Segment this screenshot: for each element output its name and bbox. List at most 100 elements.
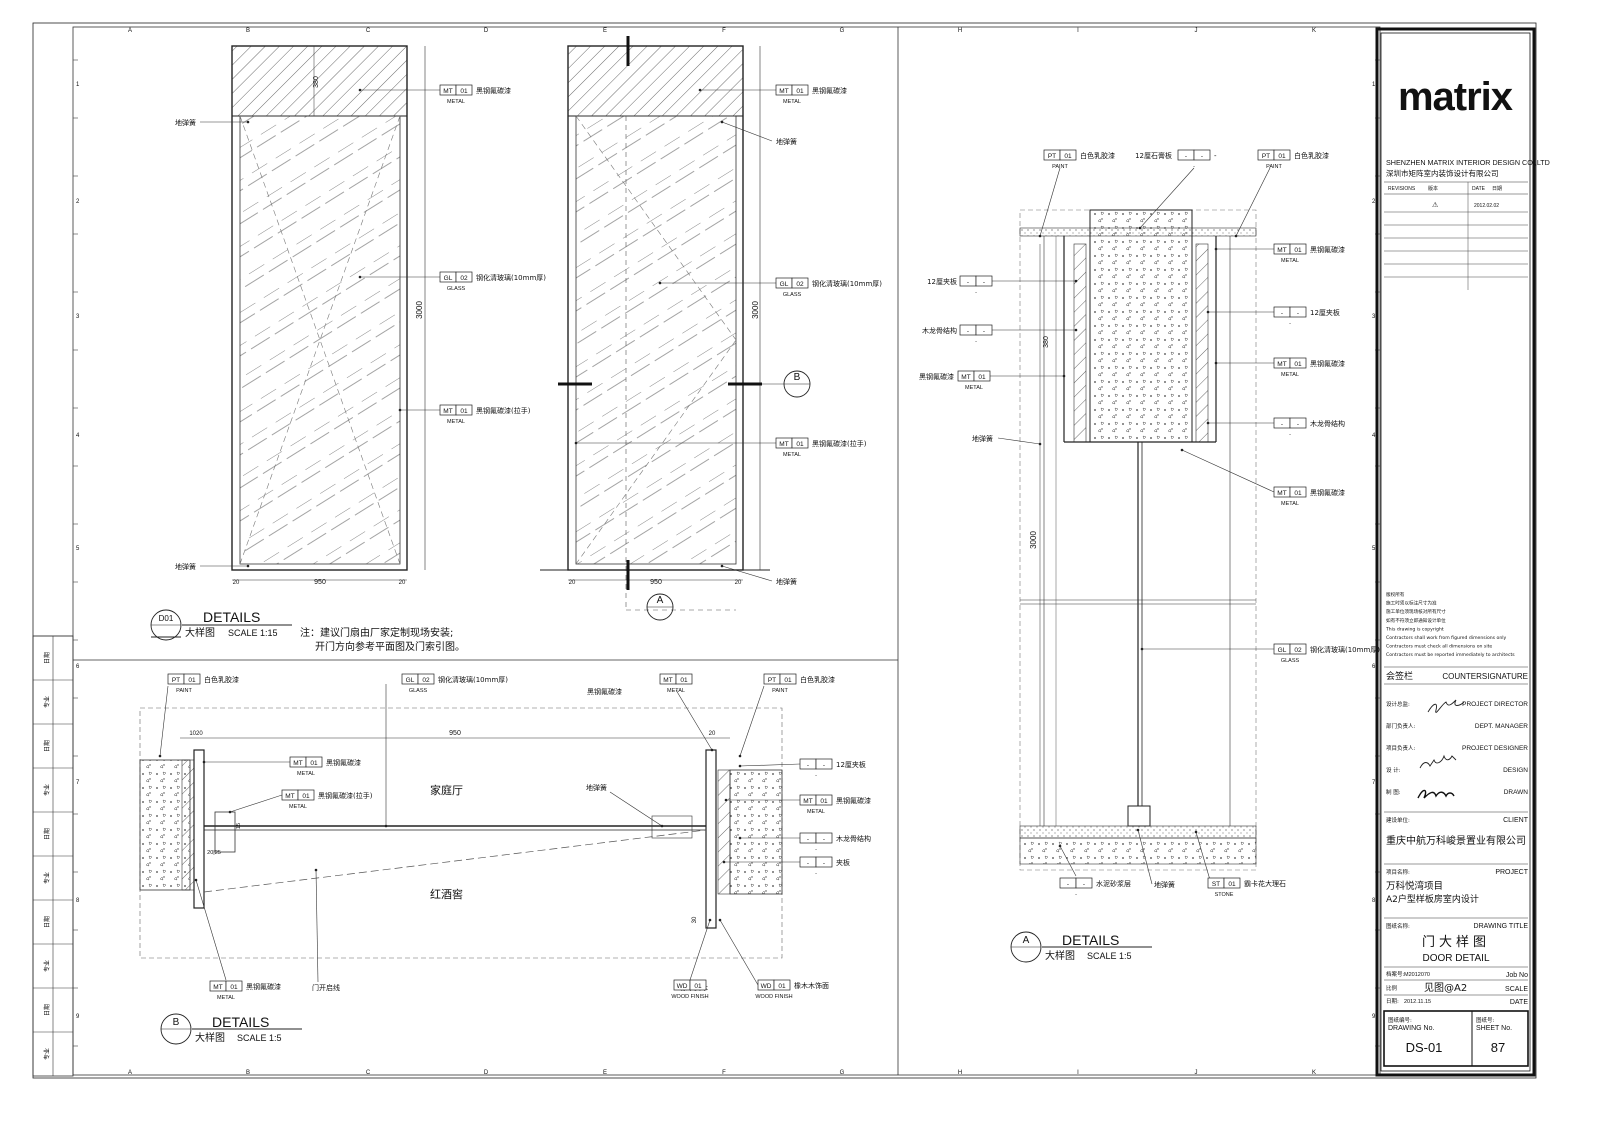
countersign-en: COUNTERSIGNATURE: [1442, 672, 1528, 681]
sheet-no-label-en: SHEET No.: [1476, 1025, 1512, 1032]
callout-label: 黑钢氟碳漆: [476, 86, 511, 95]
strip-label: 日期: [43, 916, 51, 928]
sign-row-en: DRAWN: [1504, 789, 1529, 796]
date-label-en: DATE: [1510, 999, 1528, 1006]
dim-b-2025: 20|25: [207, 850, 221, 856]
door-elevation-2: [540, 36, 784, 611]
callout-material: METAL: [1281, 258, 1299, 264]
grid-letter-top: K: [1312, 28, 1316, 34]
callout-number: 01: [302, 793, 310, 800]
callout-code: MT: [961, 374, 970, 381]
strip-label: 专业: [43, 960, 51, 972]
dim-e1-20-right: 20: [399, 580, 406, 586]
callout-label: 钢化清玻璃(10mm厚): [476, 273, 546, 282]
grid-number-left: 2: [76, 199, 80, 205]
callout-material: -: [815, 847, 817, 853]
callout-material: -: [1289, 432, 1291, 438]
grid-letter-bottom: J: [1195, 1070, 1198, 1076]
strip-label: 专业: [43, 696, 51, 708]
client-label-cn: 建设单位:: [1386, 816, 1410, 824]
callout-number: -: [983, 328, 985, 335]
grid-letter-bottom: K: [1312, 1070, 1316, 1076]
callout-code: MT: [1277, 490, 1286, 497]
grid-number-right: 4: [1372, 433, 1376, 439]
grid-number-left: 9: [76, 1014, 80, 1020]
drawing-title-cn: 门大样图: [1422, 935, 1490, 950]
grid-number-right: 6: [1372, 664, 1376, 670]
label-e2-spring-bottom: 地弹簧: [776, 577, 797, 586]
grid-letter-top: I: [1077, 28, 1079, 34]
dim-a-380: 380: [1043, 336, 1050, 348]
callout-code: MT: [1277, 361, 1286, 368]
client-label-en: CLIENT: [1503, 817, 1529, 824]
callout-code: PT: [172, 677, 180, 684]
callout-number: -: [823, 836, 825, 843]
callout-code: -: [1281, 421, 1283, 428]
note-line: Contractors must be reported immediately…: [1386, 652, 1515, 658]
callout-number: 01: [1064, 153, 1072, 160]
grid-letter-bottom: G: [840, 1070, 845, 1076]
callout-label: 木龙骨结构: [922, 326, 957, 335]
grid-number-right: 1: [1372, 82, 1376, 88]
strip-label: 专业: [43, 872, 51, 884]
callout-material: GLASS: [1281, 658, 1300, 664]
callout-number: 02: [422, 677, 430, 684]
grid-letter-bottom: I: [1077, 1070, 1079, 1076]
callout-material: GLASS: [409, 688, 428, 694]
callout-label: 黑钢氟碳漆: [812, 86, 847, 95]
callout-material: METAL: [217, 995, 235, 1001]
revisions-label: REVISIONS: [1388, 186, 1416, 192]
dim-b-20: 20: [709, 731, 716, 737]
note-line: 施工时须以标注尺寸为准: [1386, 600, 1437, 607]
b-cn: 大样图: [195, 1031, 225, 1044]
callout-label: 白色乳胶漆: [1294, 151, 1329, 160]
d01-tag: D01: [159, 614, 174, 623]
callout-label: 黑钢氟碳漆: [1310, 488, 1345, 497]
callout-material: -: [1075, 892, 1077, 898]
callout-code: PT: [1262, 153, 1270, 160]
label-a-spring-bottom: 地弹簧: [1154, 880, 1175, 889]
note-line: This drawing is copyright: [1385, 626, 1444, 632]
drawing-no: DS-01: [1406, 1040, 1443, 1055]
callout-material: -: [815, 773, 817, 779]
callout-number: 02: [796, 281, 804, 288]
callout-b-ply: ---夹板: [799, 856, 850, 877]
sign-row-en: DESIGN: [1503, 767, 1528, 774]
callout-number: 01: [796, 441, 804, 448]
callout-code: MT: [803, 798, 812, 805]
grid-number-left: 7: [76, 780, 80, 786]
callout-material: GLASS: [783, 292, 802, 298]
callout-code: MT: [779, 441, 788, 448]
project-label-en: PROJECT: [1495, 869, 1528, 876]
grid-number-right: 7: [1372, 780, 1376, 786]
sign-row-cn: 设计总监:: [1386, 700, 1410, 708]
callout-number: 01: [1228, 881, 1236, 888]
project-line-2: A2户型样板房室内设计: [1386, 893, 1479, 905]
grid-letter-top: J: [1195, 28, 1198, 34]
callout-number: -: [983, 279, 985, 286]
callout-label: 钢化清玻璃(10mm厚): [1310, 645, 1380, 654]
callout-code: WD: [761, 983, 772, 990]
sign-row-en: DEPT. MANAGER: [1475, 723, 1528, 730]
a-cn: 大样图: [1045, 949, 1075, 962]
callout-code: -: [1185, 153, 1187, 160]
callout-a-woodframe-left: ---木龙骨结构: [922, 324, 993, 345]
client-name: 重庆中航万科峻景置业有限公司: [1386, 834, 1526, 847]
date-value: 2012.11.15: [1404, 999, 1431, 1005]
callout-material: METAL: [807, 809, 825, 815]
countersign-cn: 会签栏: [1386, 670, 1413, 682]
dim-e1-20-left: 20: [233, 580, 240, 586]
strip-label: 日期: [43, 1004, 51, 1016]
callout-code: ST: [1212, 881, 1220, 888]
title-label-en: DRAWING TITLE: [1474, 923, 1529, 930]
signature-drawn: [1417, 789, 1455, 799]
callout-number: 01: [978, 374, 986, 381]
section-marker-b: B: [783, 370, 811, 398]
callout-number: 01: [680, 677, 688, 684]
